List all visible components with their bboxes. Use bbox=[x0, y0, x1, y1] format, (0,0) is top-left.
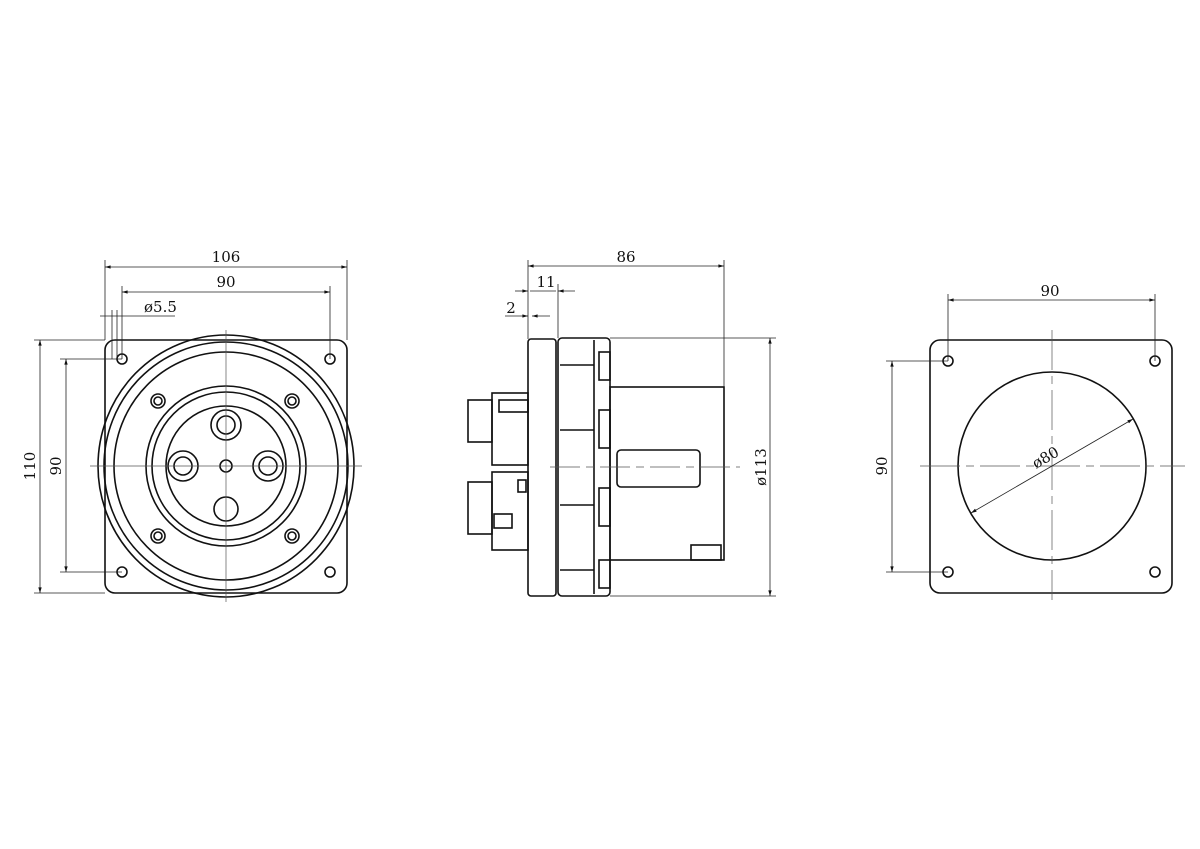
dim-plate-2: 2 bbox=[506, 299, 516, 317]
cutout-plate bbox=[929, 339, 1173, 594]
contact-pins bbox=[167, 409, 284, 522]
dim-cutout-spacing-v: 90 bbox=[873, 456, 891, 475]
front-view: 106 90 ø5.5 110 90 bbox=[21, 248, 362, 602]
screws bbox=[150, 393, 300, 544]
dim-depth-86: 86 bbox=[616, 248, 635, 266]
panel-cutout-view: 90 90 ø80 bbox=[873, 282, 1185, 600]
rear-terminals bbox=[467, 392, 529, 551]
housing-tab bbox=[690, 544, 722, 561]
cutout-dimension-lines bbox=[886, 294, 1156, 573]
center-lines bbox=[90, 330, 362, 602]
dim-cutout-spacing-h: 90 bbox=[1040, 282, 1059, 300]
dim-cutout-diameter: ø80 bbox=[1029, 443, 1062, 473]
dim-hole-spacing-v: 90 bbox=[47, 456, 65, 475]
dim-flange-11: 11 bbox=[536, 273, 555, 291]
dim-width-106: 106 bbox=[212, 248, 241, 266]
dim-height-110: 110 bbox=[21, 452, 39, 481]
side-view: 86 11 2 ø113 bbox=[467, 248, 776, 597]
dim-hole-spacing-h: 90 bbox=[216, 273, 235, 291]
front-dimension-lines bbox=[34, 260, 348, 594]
side-dimension-lines bbox=[505, 260, 776, 597]
dim-hole-diameter: ø5.5 bbox=[144, 298, 177, 316]
dim-diameter-113: ø113 bbox=[752, 448, 770, 486]
label-window bbox=[616, 449, 701, 488]
body-housing bbox=[609, 386, 725, 561]
flange-plate bbox=[527, 338, 557, 597]
